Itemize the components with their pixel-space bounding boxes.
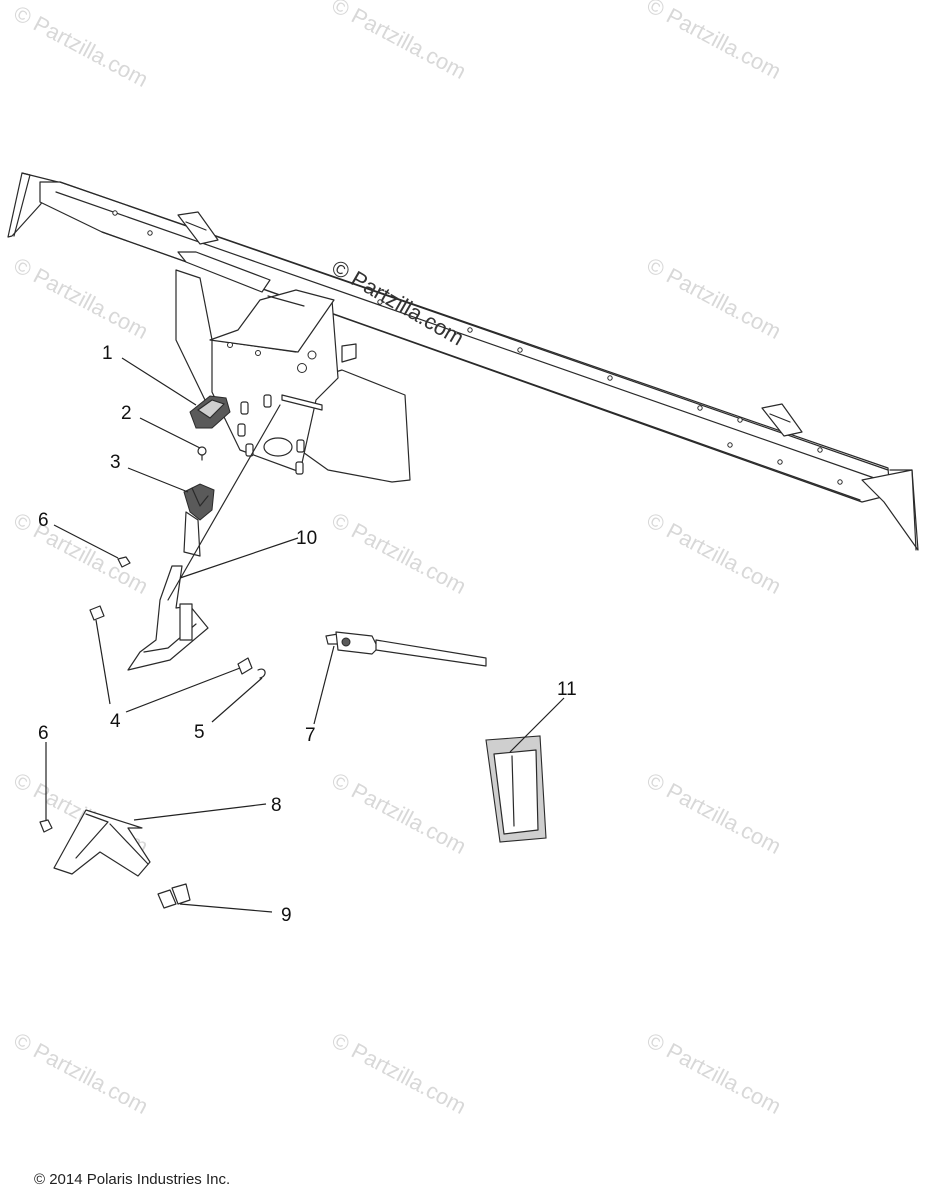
part-10-shift-lever <box>127 404 281 671</box>
watermark: © Partzilla.com <box>643 767 786 859</box>
callout-9: 9 <box>281 905 292 926</box>
watermark: © Partzilla.com <box>328 1027 471 1119</box>
watermark: © Partzilla.com <box>10 507 153 599</box>
console-housing <box>175 269 411 483</box>
part-7-shift-cable <box>325 631 487 667</box>
callout-8: 8 <box>271 795 282 816</box>
watermark: © Partzilla.com <box>10 252 153 344</box>
callout-1: 1 <box>102 343 113 364</box>
watermark: © Partzilla.com <box>10 0 153 92</box>
callout-6-upper: 6 <box>38 510 49 531</box>
callouts: 1 2 3 4 5 6 6 7 8 9 10 11 <box>38 343 577 926</box>
watermark: © Partzilla.com <box>328 507 471 599</box>
part-6-nut-upper <box>117 556 131 568</box>
callout-10: 10 <box>296 528 317 549</box>
watermark: © Partzilla.com <box>328 767 471 859</box>
part-9-bolt <box>157 883 191 909</box>
callout-7: 7 <box>305 725 316 746</box>
part-5-clip <box>257 668 266 679</box>
callout-4: 4 <box>110 711 121 732</box>
watermark: © Partzilla.com <box>10 1027 153 1119</box>
callout-3: 3 <box>110 452 121 473</box>
watermark: © Partzilla.com <box>643 507 786 599</box>
watermark: © Partzilla.com <box>643 252 786 344</box>
callout-2: 2 <box>121 403 132 424</box>
watermark: © Partzilla.com <box>643 1027 786 1119</box>
part-4-bushing <box>89 605 253 675</box>
callout-5: 5 <box>194 722 205 743</box>
part-6-nut-lower <box>39 819 53 833</box>
frame-crossbeam <box>7 172 919 551</box>
watermark: © Partzilla.com <box>328 0 471 84</box>
part-1-shift-knob <box>189 395 231 429</box>
copyright-notice: © 2014 Polaris Industries Inc. <box>34 1171 231 1188</box>
callout-6-lower: 6 <box>38 723 49 744</box>
watermark: © Partzilla.com <box>643 0 786 84</box>
leader-lines <box>45 357 565 913</box>
part-11-pad <box>485 735 547 843</box>
part-3-shift-boot <box>183 483 215 557</box>
callout-11: 11 <box>557 679 577 700</box>
part-8-bracket <box>53 809 151 877</box>
part-2-screw <box>197 446 207 461</box>
